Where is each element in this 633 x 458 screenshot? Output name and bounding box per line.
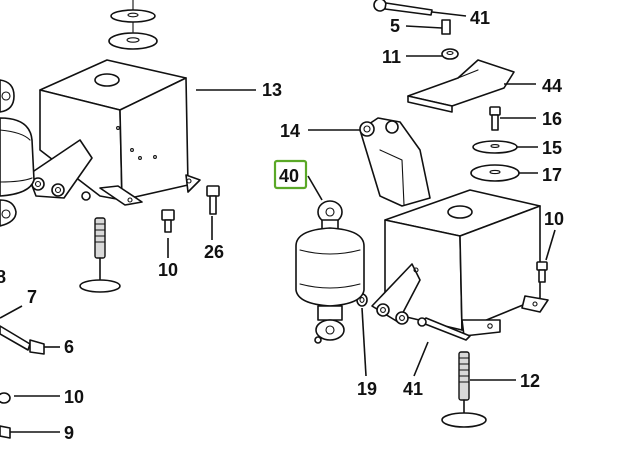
svg-text:8: 8 [0, 267, 6, 287]
svg-text:11: 11 [382, 47, 401, 67]
callout-13[interactable]: 13 [262, 80, 282, 100]
callout-8[interactable]: 8 [0, 267, 6, 287]
svg-text:10: 10 [158, 260, 178, 280]
callout-41-top[interactable]: 41 [470, 8, 490, 28]
svg-text:19: 19 [357, 379, 377, 399]
right-plate-44 [407, 59, 515, 113]
left-bracket-13 [27, 59, 201, 206]
callout-10-right[interactable]: 10 [544, 209, 564, 229]
callout-7[interactable]: 7 [27, 287, 37, 307]
right-bolt-16 [489, 106, 501, 131]
callout-40[interactable]: 40 [273, 159, 308, 190]
right-nut-11 [441, 48, 459, 60]
left-washer-top [108, 0, 158, 50]
right-link-arm-14 [359, 117, 431, 207]
svg-text:44: 44 [542, 76, 562, 96]
callout-10-left[interactable]: 10 [158, 260, 178, 280]
callout-16[interactable]: 16 [542, 109, 562, 129]
callout-26[interactable]: 26 [204, 242, 224, 262]
svg-text:16: 16 [542, 109, 562, 129]
svg-text:26: 26 [204, 242, 224, 262]
callout-12[interactable]: 12 [520, 371, 540, 391]
svg-text:41: 41 [403, 379, 423, 399]
svg-text:40: 40 [279, 166, 299, 186]
svg-text:15: 15 [542, 138, 562, 158]
right-washer-17 [470, 164, 520, 182]
callout-9[interactable]: 9 [64, 423, 74, 443]
left-small-bolts [161, 185, 220, 233]
left-lower-hardware [0, 325, 45, 439]
svg-text:6: 6 [64, 337, 74, 357]
left-stud-bolt [79, 191, 121, 293]
svg-text:5: 5 [390, 16, 400, 36]
callout-6[interactable]: 6 [64, 337, 74, 357]
callout-10-bottom[interactable]: 10 [64, 387, 84, 407]
left-air-spring [0, 79, 35, 227]
right-washer-15 [472, 140, 518, 154]
svg-text:17: 17 [542, 165, 562, 185]
right-bracket [371, 189, 549, 337]
callout-11[interactable]: 11 [382, 47, 401, 67]
svg-text:13: 13 [262, 80, 282, 100]
svg-text:41: 41 [470, 8, 490, 28]
right-stud-5 [441, 19, 451, 35]
svg-text:10: 10 [544, 209, 564, 229]
svg-text:7: 7 [27, 287, 37, 307]
callout-41-bottom[interactable]: 41 [403, 379, 423, 399]
right-bolt-41-lower [417, 317, 471, 341]
callout-17[interactable]: 17 [542, 165, 562, 185]
svg-text:14: 14 [280, 121, 300, 141]
shock-absorber-40 [295, 200, 365, 344]
callout-19[interactable]: 19 [357, 379, 377, 399]
right-stud-12 [441, 351, 487, 428]
callout-5[interactable]: 5 [390, 16, 400, 36]
callout-44[interactable]: 44 [542, 76, 562, 96]
callout-14[interactable]: 14 [280, 121, 300, 141]
svg-text:12: 12 [520, 371, 540, 391]
right-top-bolt-41 [373, 0, 433, 16]
callout-15[interactable]: 15 [542, 138, 562, 158]
right-bolt-10 [536, 261, 548, 283]
svg-text:10: 10 [64, 387, 84, 407]
svg-text:9: 9 [64, 423, 74, 443]
